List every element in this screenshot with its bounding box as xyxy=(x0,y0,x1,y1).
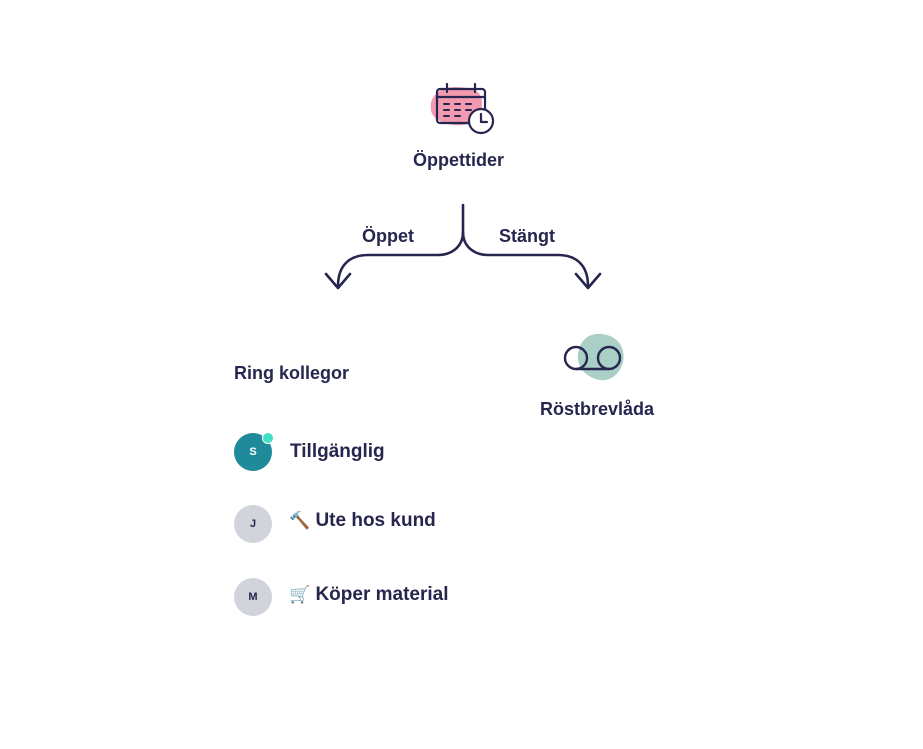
list-item: M 🛒 Köper material xyxy=(234,578,534,618)
branch-closed-label: Stängt xyxy=(499,226,555,246)
online-status-dot xyxy=(262,432,274,444)
ring-colleagues-title: Ring kollegor xyxy=(234,363,350,383)
colleague-status: 🔨 Ute hos kund xyxy=(289,510,436,531)
avatar: J xyxy=(234,505,272,543)
colleague-status: Tillgänglig xyxy=(290,441,385,462)
branch-open-label: Öppet xyxy=(362,226,414,246)
branch-arrows xyxy=(324,203,602,290)
list-item: J 🔨 Ute hos kund xyxy=(234,505,534,545)
root-label: Öppettider xyxy=(413,150,505,170)
colleague-status: 🛒 Köper material xyxy=(289,584,449,605)
cart-icon: 🛒 xyxy=(289,585,311,604)
avatar: M xyxy=(234,578,272,616)
voicemail-label: Röstbrevlåda xyxy=(540,399,655,419)
hammer-icon: 🔨 xyxy=(289,511,311,530)
colleague-list: S Tillgänglig J 🔨 Ute hos kund M 🛒 Köper… xyxy=(234,432,534,623)
list-item: S Tillgänglig xyxy=(234,432,534,473)
voicemail-icon xyxy=(563,333,624,381)
calendar-clock-icon xyxy=(430,82,495,135)
